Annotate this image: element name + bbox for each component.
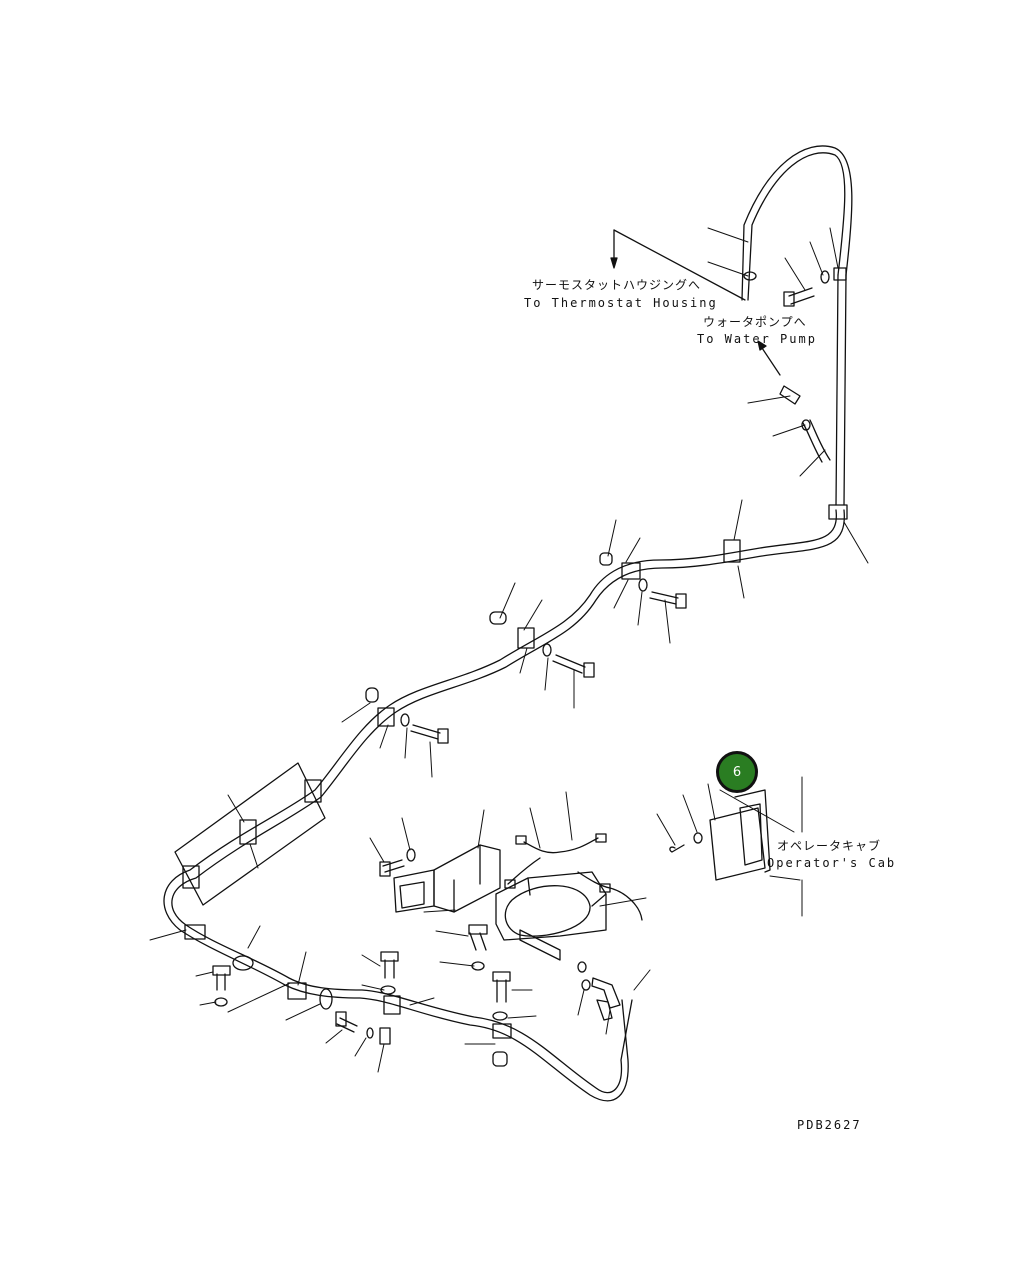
operator-cab-label-jp: オペレータキャブ (777, 839, 882, 853)
hose-clamps (182, 267, 848, 1039)
operator-cab-label-en: Operator's Cab (767, 856, 897, 870)
phantom-outline (174, 762, 326, 906)
fasteners (212, 270, 830, 1067)
thermostat-label-en: To Thermostat Housing (524, 296, 718, 310)
wiring-harness (504, 833, 643, 921)
air-duct (393, 844, 501, 913)
heater-hose-main (163, 145, 853, 1102)
heater-unit (495, 871, 607, 961)
hose-ends (591, 977, 621, 1021)
cab-floor-plate (709, 789, 771, 881)
callout-number-6[interactable]: 6 (716, 751, 758, 793)
leader-lines (149, 227, 869, 1073)
callout-number-text: 6 (732, 764, 742, 780)
drawing-code: PDB2627 (797, 1118, 862, 1132)
water-pump-label-en: To Water Pump (697, 332, 817, 346)
thermostat-label-jp: サーモスタットハウジングへ (532, 278, 702, 292)
direction-arrows (610, 229, 781, 376)
water-pump-label-jp: ウォータポンプへ (703, 315, 807, 329)
